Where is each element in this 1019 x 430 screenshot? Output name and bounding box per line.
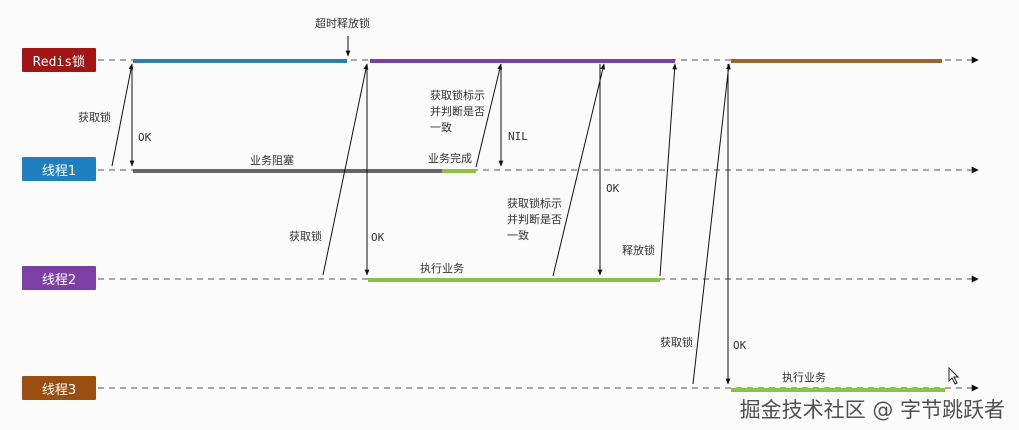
label-t1-blocked: 业务阻塞 (250, 153, 294, 167)
arrow-t1-acquire (111, 63, 134, 167)
arrow-t2-check (552, 63, 606, 277)
label-t1-nil: NIL (508, 130, 528, 143)
label-t3-acquire: 获取锁 (660, 335, 693, 349)
label-t1-done: 业务完成 (428, 151, 472, 165)
label-t3-exec: 执行业务 (782, 370, 826, 384)
label-t2-release: 释放锁 (622, 243, 655, 257)
label-t1-check-3: 一致 (430, 120, 452, 134)
lane-label-thread2: 线程2 (22, 266, 96, 290)
lane-label-thread1: 线程1 (22, 157, 96, 181)
label-t2-check-2: 并判断是否 (507, 212, 562, 226)
label-t2-check-3: 一致 (507, 228, 529, 242)
label-t2-exec: 执行业务 (420, 261, 464, 275)
label-t2-ok2: OK (606, 182, 620, 195)
label-t2-acquire: 获取锁 (289, 229, 322, 243)
arrow-t3-acquire (692, 63, 731, 385)
mouse-cursor-icon (948, 366, 960, 385)
label-timeout-release: 超时释放锁 (315, 16, 370, 30)
watermark: 掘金技术社区 @ 字节跳跃者 (739, 398, 1005, 422)
lane-label-redis: Redis锁 (22, 48, 96, 72)
label-t1-ok: OK (138, 131, 152, 144)
lane-label-thread3: 线程3 (22, 376, 96, 400)
label-t2-ok: OK (371, 231, 385, 244)
arrow-t1-check (475, 63, 503, 168)
arrow-t2-acquire (322, 63, 369, 276)
label-t1-check-1: 获取锁标示 (430, 88, 485, 102)
label-t1-acquire: 获取锁 (78, 110, 111, 124)
label-t1-check-2: 并判断是否 (430, 104, 485, 118)
arrow-t2-release (659, 63, 678, 277)
label-t2-check-1: 获取锁标示 (507, 196, 562, 210)
label-t3-ok: OK (733, 339, 747, 352)
